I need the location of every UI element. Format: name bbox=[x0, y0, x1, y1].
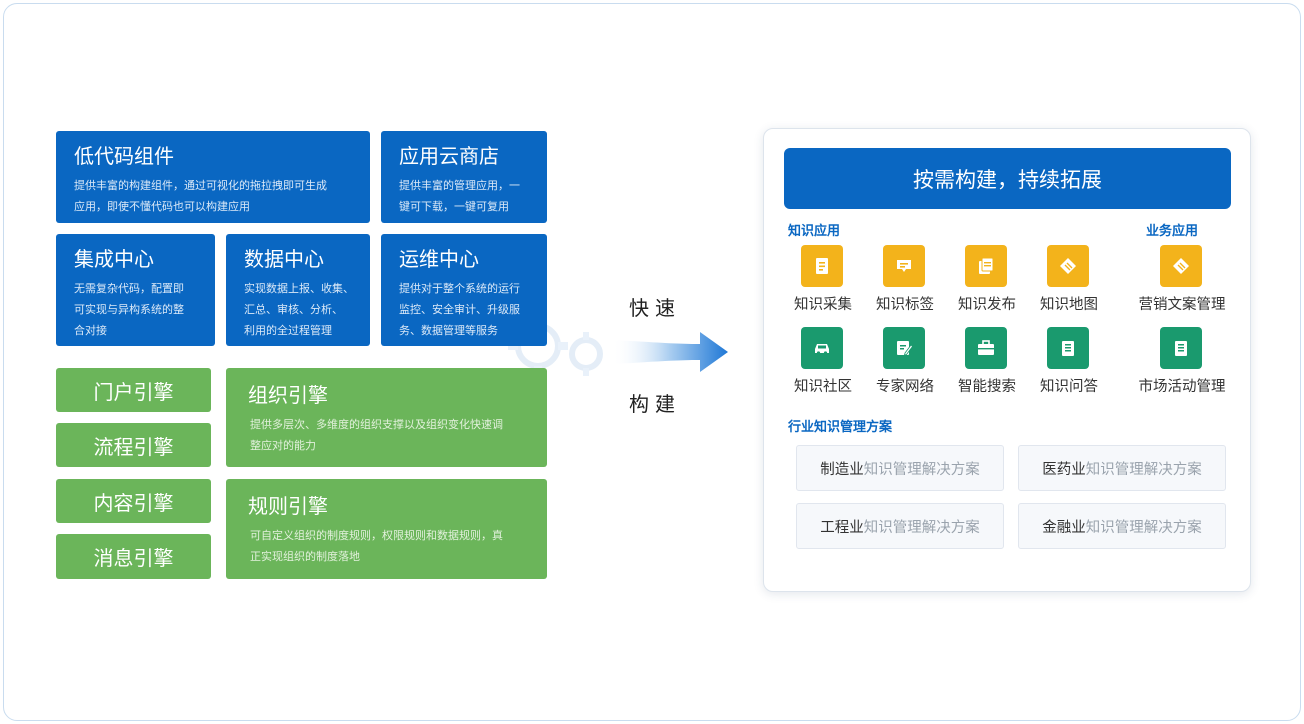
solution-suffix: 知识管理解决方案 bbox=[1085, 461, 1202, 478]
book-icon bbox=[1160, 327, 1202, 369]
opscenter-title: 运维中心 bbox=[399, 247, 479, 271]
app-knowledge-publish[interactable]: 知识发布 bbox=[945, 245, 1029, 317]
app-label: 营销文案管理 bbox=[1138, 297, 1226, 313]
org-engine-tile: 组织引擎 提供多层次、多维度的组织支撑以及组织变化快速调 整应对的能力 bbox=[226, 368, 547, 467]
desc-line: 提供多层次、多维度的组织支撑以及组织变化快速调 bbox=[250, 418, 503, 431]
app-label: 专家网络 bbox=[876, 379, 934, 395]
app-market-activity[interactable]: 市场活动管理 bbox=[1139, 327, 1226, 399]
app-label: 智能搜索 bbox=[958, 379, 1016, 395]
desc-line: 应用，即使不懂代码也可以构建应用 bbox=[74, 200, 250, 213]
datacenter-tile: 数据中心 实现数据上报、收集、 汇总、审核、分析、 利用的全过程管理 bbox=[226, 234, 370, 346]
desc-line: 键可下载，一键可复用 bbox=[399, 200, 509, 213]
lowcode-title: 低代码组件 bbox=[74, 144, 174, 168]
desc-line: 可实现与异构系统的整 bbox=[74, 303, 184, 316]
briefcase-icon bbox=[965, 327, 1007, 369]
map-icon bbox=[1047, 245, 1089, 287]
desc-line: 无需复杂代码，配置即 bbox=[74, 282, 184, 295]
app-knowledge-qa[interactable]: 知识问答 bbox=[1027, 327, 1111, 399]
desc-line: 汇总、审核、分析、 bbox=[244, 303, 343, 316]
arrow-right-icon bbox=[612, 332, 728, 372]
publish-icon bbox=[965, 245, 1007, 287]
opscenter-desc: 提供对于整个系统的运行 监控、安全审计、升级服 务、数据管理等服务 bbox=[399, 278, 520, 341]
message-engine-tile: 消息引擎 bbox=[56, 534, 211, 579]
desc-line: 提供对于整个系统的运行 bbox=[399, 282, 520, 295]
workflow-engine-tile: 流程引擎 bbox=[56, 423, 211, 467]
car-icon bbox=[801, 327, 843, 369]
appstore-desc: 提供丰富的管理应用，一 键可下载，一键可复用 bbox=[399, 175, 520, 217]
org-engine-title: 组织引擎 bbox=[248, 383, 328, 407]
opscenter-tile: 运维中心 提供对于整个系统的运行 监控、安全审计、升级服 务、数据管理等服务 bbox=[381, 234, 547, 346]
tag-icon bbox=[1160, 245, 1202, 287]
app-knowledge-tag[interactable]: 知识标签 bbox=[863, 245, 947, 317]
desc-line: 合对接 bbox=[74, 324, 107, 337]
integration-tile: 集成中心 无需复杂代码，配置即 可实现与异构系统的整 合对接 bbox=[56, 234, 215, 346]
industry-name: 金融业 bbox=[1042, 519, 1086, 536]
industry-name: 制造业 bbox=[820, 461, 864, 478]
app-knowledge-collect[interactable]: 知识采集 bbox=[781, 245, 865, 317]
app-label: 知识发布 bbox=[958, 297, 1016, 313]
datacenter-title: 数据中心 bbox=[244, 247, 324, 271]
app-label: 知识地图 bbox=[1040, 297, 1098, 313]
solutions-label: 行业知识管理方案 bbox=[788, 420, 893, 435]
desc-line: 实现数据上报、收集、 bbox=[244, 282, 354, 295]
industry-name: 工程业 bbox=[820, 519, 864, 536]
panel-banner: 按需构建，持续拓展 bbox=[784, 148, 1231, 209]
datacenter-desc: 实现数据上报、收集、 汇总、审核、分析、 利用的全过程管理 bbox=[244, 278, 354, 341]
appstore-tile: 应用云商店 提供丰富的管理应用，一 键可下载，一键可复用 bbox=[381, 131, 547, 223]
app-label: 市场活动管理 bbox=[1138, 379, 1226, 395]
app-label: 知识问答 bbox=[1040, 379, 1098, 395]
solution-manufacturing[interactable]: 制造业知识管理解决方案 bbox=[796, 445, 1004, 491]
rule-engine-title: 规则引擎 bbox=[248, 494, 328, 518]
rule-engine-tile: 规则引擎 可自定义组织的制度规则，权限规则和数据规则，真 正实现组织的制度落地 bbox=[226, 479, 547, 579]
desc-line: 可自定义组织的制度规则，权限规则和数据规则，真 bbox=[250, 529, 503, 542]
apps-panel: 按需构建，持续拓展 知识应用 业务应用 知识采集 知识标签 知识发布 知识地图 … bbox=[763, 128, 1251, 592]
rule-engine-desc: 可自定义组织的制度规则，权限规则和数据规则，真 正实现组织的制度落地 bbox=[250, 525, 503, 567]
portal-engine-tile: 门户引擎 bbox=[56, 368, 211, 412]
tag-icon bbox=[883, 245, 925, 287]
desc-line: 整应对的能力 bbox=[250, 439, 316, 452]
document-icon bbox=[801, 245, 843, 287]
desc-line: 务、数据管理等服务 bbox=[399, 324, 498, 337]
desc-line: 提供丰富的构建组件，通过可视化的拖拉拽即可生成 bbox=[74, 179, 327, 192]
app-expert-network[interactable]: 专家网络 bbox=[863, 327, 947, 399]
solution-suffix: 知识管理解决方案 bbox=[863, 461, 980, 478]
desc-line: 提供丰富的管理应用，一 bbox=[399, 179, 520, 192]
business-apps-label: 业务应用 bbox=[1146, 224, 1199, 239]
appstore-title: 应用云商店 bbox=[399, 144, 499, 168]
arrow-bottom-label: 构建 bbox=[629, 392, 681, 416]
integration-title: 集成中心 bbox=[74, 247, 154, 271]
desc-line: 正实现组织的制度落地 bbox=[250, 550, 360, 563]
app-label: 知识采集 bbox=[794, 297, 852, 313]
book-icon bbox=[1047, 327, 1089, 369]
desc-line: 利用的全过程管理 bbox=[244, 324, 332, 337]
solution-suffix: 知识管理解决方案 bbox=[1085, 519, 1202, 536]
app-knowledge-map[interactable]: 知识地图 bbox=[1027, 245, 1111, 317]
solution-pharma[interactable]: 医药业知识管理解决方案 bbox=[1018, 445, 1226, 491]
app-label: 知识社区 bbox=[794, 379, 852, 395]
app-marketing-copy[interactable]: 营销文案管理 bbox=[1139, 245, 1226, 317]
solution-suffix: 知识管理解决方案 bbox=[863, 519, 980, 536]
app-knowledge-community[interactable]: 知识社区 bbox=[781, 327, 865, 399]
solution-finance[interactable]: 金融业知识管理解决方案 bbox=[1018, 503, 1226, 549]
desc-line: 监控、安全审计、升级服 bbox=[399, 303, 520, 316]
edit-icon bbox=[883, 327, 925, 369]
industry-name: 医药业 bbox=[1042, 461, 1086, 478]
app-label: 知识标签 bbox=[876, 297, 934, 313]
integration-desc: 无需复杂代码，配置即 可实现与异构系统的整 合对接 bbox=[74, 278, 184, 341]
lowcode-tile: 低代码组件 提供丰富的构建组件，通过可视化的拖拉拽即可生成 应用，即使不懂代码也… bbox=[56, 131, 370, 223]
solution-engineering[interactable]: 工程业知识管理解决方案 bbox=[796, 503, 1004, 549]
arrow-top-label: 快速 bbox=[629, 296, 681, 320]
org-engine-desc: 提供多层次、多维度的组织支撑以及组织变化快速调 整应对的能力 bbox=[250, 414, 503, 456]
app-smart-search[interactable]: 智能搜索 bbox=[945, 327, 1029, 399]
lowcode-desc: 提供丰富的构建组件，通过可视化的拖拉拽即可生成 应用，即使不懂代码也可以构建应用 bbox=[74, 175, 327, 217]
content-engine-tile: 内容引擎 bbox=[56, 479, 211, 523]
knowledge-apps-label: 知识应用 bbox=[788, 224, 841, 239]
